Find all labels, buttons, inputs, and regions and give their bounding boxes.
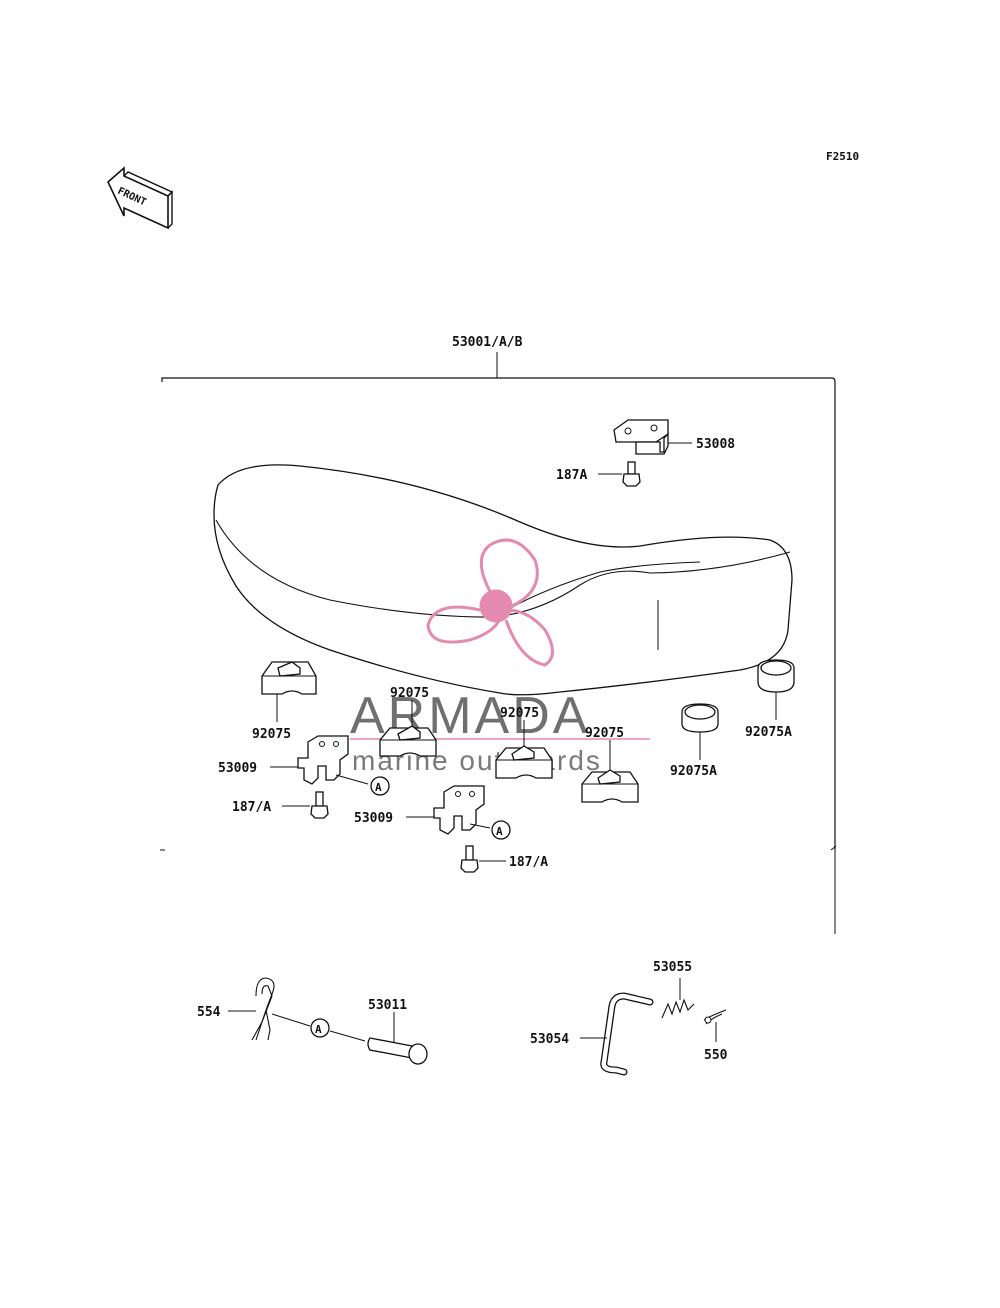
label-bracket-53008: 53008 bbox=[696, 437, 735, 452]
damper-92075a-1 bbox=[681, 703, 719, 760]
label-hinge-53009-2: 53009 bbox=[354, 811, 393, 826]
hinge-53009-2: A bbox=[406, 785, 511, 840]
label-clip-550: 550 bbox=[704, 1048, 728, 1063]
front-arrow-icon: FRONT bbox=[107, 166, 174, 230]
callout-a-2: A bbox=[496, 825, 503, 838]
label-damper-92075-right: 92075 bbox=[585, 726, 624, 741]
seat-body bbox=[213, 464, 793, 696]
damper-92075-mid2 bbox=[495, 720, 553, 779]
bracket-53008 bbox=[613, 419, 692, 455]
damper-92075-left bbox=[261, 661, 317, 722]
bolt-187a-top bbox=[598, 461, 641, 487]
damper-92075-right bbox=[581, 740, 639, 803]
label-pin-53011: 53011 bbox=[368, 998, 407, 1013]
label-damper-92075-left: 92075 bbox=[252, 727, 291, 742]
label-damper-92075a-1: 92075A bbox=[670, 764, 717, 779]
label-damper-92075-mid1: 92075 bbox=[390, 686, 429, 701]
label-rod-53054: 53054 bbox=[530, 1032, 569, 1047]
bolt-187a-bottom bbox=[460, 845, 506, 873]
assembly-bracket-frame bbox=[161, 377, 836, 850]
rod-53054 bbox=[580, 992, 654, 1076]
spring-53055 bbox=[661, 978, 695, 1019]
armada-logo-icon bbox=[426, 538, 554, 667]
pin-53011 bbox=[367, 1012, 428, 1065]
pin-554: A bbox=[228, 977, 366, 1042]
label-seat-assy: 53001/A/B bbox=[452, 335, 523, 350]
label-spring-53055: 53055 bbox=[653, 960, 692, 975]
figure-code: F2510 bbox=[826, 150, 859, 163]
label-damper-92075a-2: 92075A bbox=[745, 725, 792, 740]
label-bolt-187a-top: 187A bbox=[556, 468, 587, 483]
clip-550 bbox=[703, 1009, 727, 1042]
callout-a-3: A bbox=[315, 1023, 322, 1036]
label-pin-554: 554 bbox=[197, 1005, 221, 1020]
bolt-187a-left bbox=[282, 791, 329, 819]
damper-92075-mid1 bbox=[379, 700, 437, 757]
label-hinge-53009-1: 53009 bbox=[218, 761, 257, 776]
callout-a-1: A bbox=[375, 781, 382, 794]
label-bolt-187a-left: 187/A bbox=[232, 800, 271, 815]
hinge-53009-1: A bbox=[270, 735, 390, 796]
label-damper-92075-mid2: 92075 bbox=[500, 706, 539, 721]
label-bolt-187a-bottom: 187/A bbox=[509, 855, 548, 870]
damper-92075a-2 bbox=[757, 659, 795, 720]
